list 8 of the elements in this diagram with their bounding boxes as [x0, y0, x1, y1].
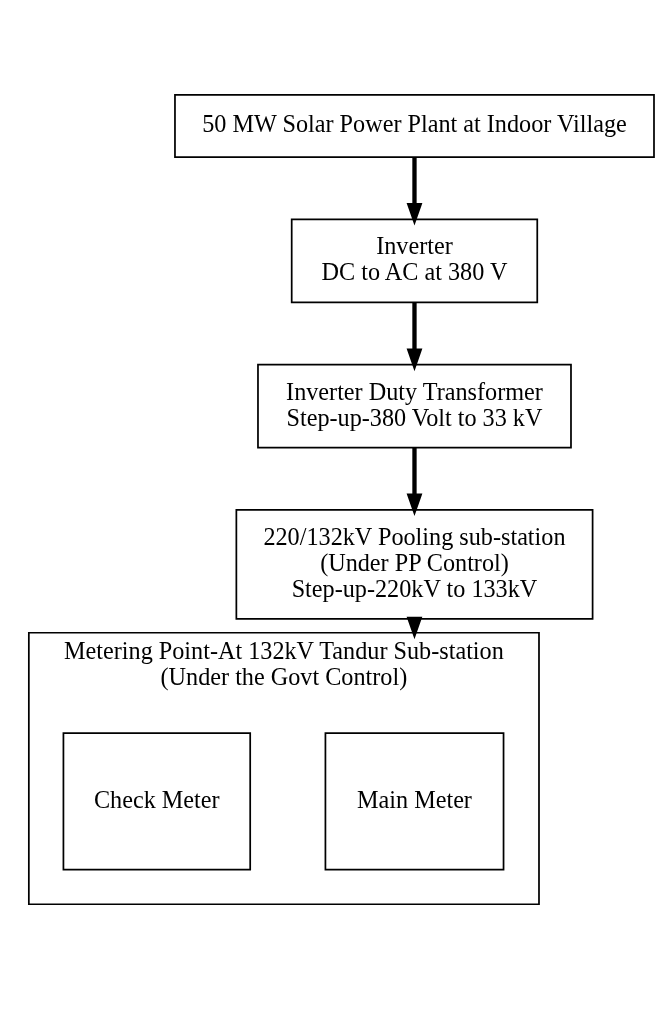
- node-box: Check Meter: [62, 731, 252, 871]
- node-box: Main Meter: [324, 731, 505, 871]
- arrow: [406, 157, 423, 226]
- node-box: Inverter DC to AC at 380 V: [290, 218, 539, 303]
- node-box: 50 MW Solar Power Plant at Indoor Village: [174, 93, 655, 158]
- arrow: [406, 447, 423, 516]
- arrow: [406, 302, 423, 371]
- node-box: Inverter Duty Transformer Step-up-380 Volt to 33 kV: [257, 363, 572, 449]
